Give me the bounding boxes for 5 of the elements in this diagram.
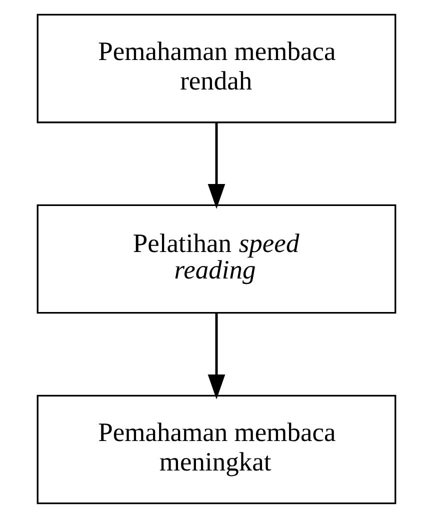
- node-box: Pelatihan speed reading: [36, 204, 396, 314]
- node-box: Pemahaman membaca meningkat: [36, 394, 396, 504]
- arrow: [207, 122, 225, 209]
- node-box: Pemahaman membaca rendah: [36, 14, 396, 124]
- arrow: [207, 313, 225, 400]
